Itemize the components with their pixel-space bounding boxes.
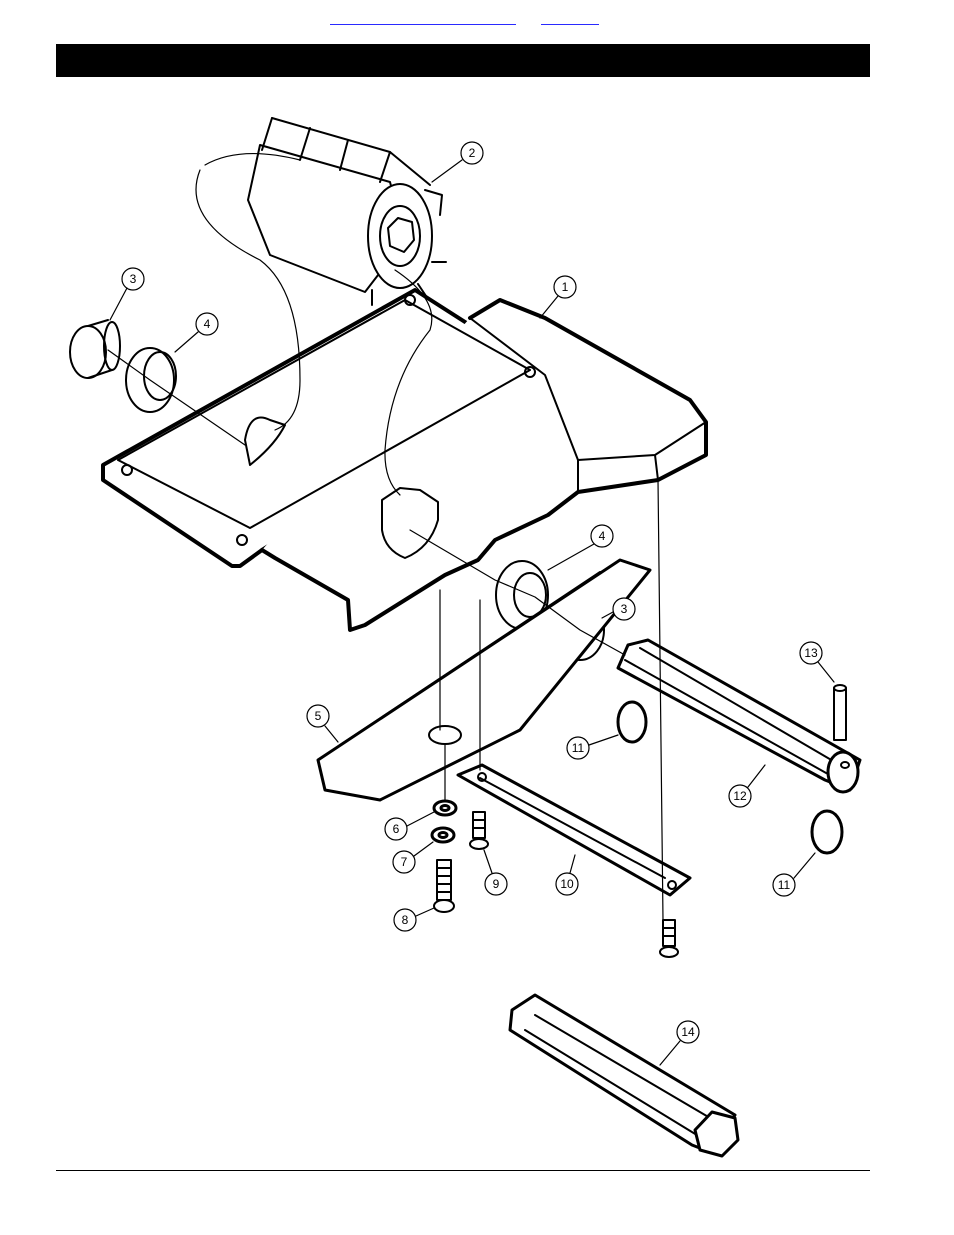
callout-14: 14 xyxy=(660,1021,699,1065)
svg-text:10: 10 xyxy=(560,877,574,891)
svg-text:3: 3 xyxy=(621,602,628,616)
callout-5: 5 xyxy=(307,705,338,742)
svg-text:2: 2 xyxy=(469,146,476,160)
svg-text:14: 14 xyxy=(681,1025,695,1039)
callout-12: 12 xyxy=(729,765,765,807)
callouts: 2 1 3 4 4 3 5 6 7 8 9 10 11 11 12 13 14 xyxy=(110,142,834,1065)
callout-10: 10 xyxy=(556,855,578,895)
footer-rule xyxy=(56,1170,870,1171)
svg-text:8: 8 xyxy=(402,913,409,927)
svg-text:13: 13 xyxy=(804,646,818,660)
callout-2: 2 xyxy=(432,142,483,182)
svg-text:12: 12 xyxy=(733,789,747,803)
svg-text:4: 4 xyxy=(599,529,606,543)
svg-text:9: 9 xyxy=(493,877,500,891)
part-gear-roller xyxy=(248,118,446,305)
part-long-hex-shaft xyxy=(510,995,738,1156)
callout-4-lower: 4 xyxy=(548,525,613,570)
callout-3-upper: 3 xyxy=(110,268,144,320)
svg-text:4: 4 xyxy=(204,317,211,331)
callout-11-left: 11 xyxy=(567,735,618,759)
svg-text:1: 1 xyxy=(562,280,569,294)
part-washers xyxy=(432,801,456,842)
callout-4-upper: 4 xyxy=(175,313,218,352)
svg-text:11: 11 xyxy=(572,741,585,755)
svg-text:3: 3 xyxy=(130,272,137,286)
callout-13: 13 xyxy=(800,642,834,682)
part-hex-shaft xyxy=(618,640,860,792)
svg-text:5: 5 xyxy=(315,709,322,723)
callout-11-right: 11 xyxy=(773,853,815,896)
svg-text:11: 11 xyxy=(778,878,791,892)
callout-6: 6 xyxy=(385,812,434,840)
part-bushing-left xyxy=(70,320,120,378)
callout-9: 9 xyxy=(484,850,507,895)
part-roll-pin xyxy=(834,685,846,740)
callout-7: 7 xyxy=(393,842,433,873)
callout-1: 1 xyxy=(540,276,576,318)
svg-text:6: 6 xyxy=(393,822,400,836)
svg-text:7: 7 xyxy=(401,855,408,869)
callout-8: 8 xyxy=(394,908,434,931)
